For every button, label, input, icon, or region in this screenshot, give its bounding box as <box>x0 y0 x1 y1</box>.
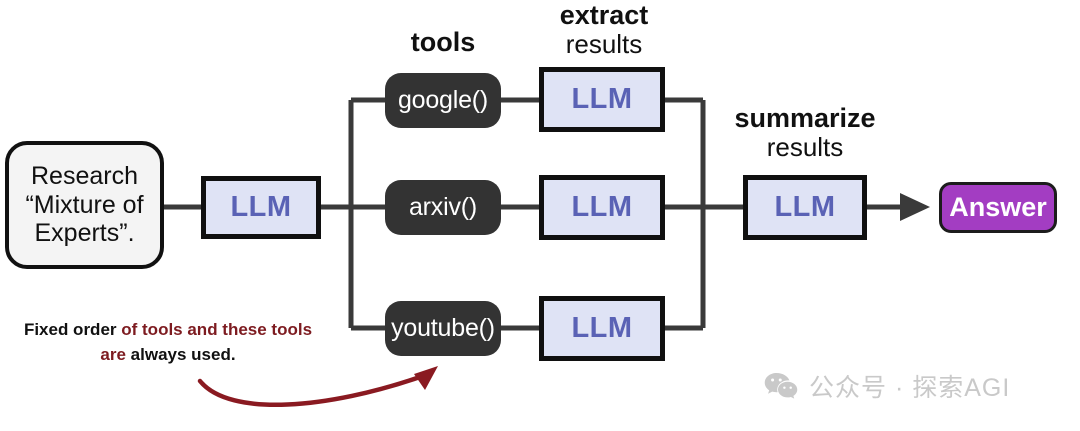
answer-label: Answer <box>949 192 1047 222</box>
prompt-line-1: Research <box>31 161 138 190</box>
tool-youtube-label: youtube() <box>391 314 495 342</box>
annotation-tail: . <box>230 344 236 364</box>
router-llm-label: LLM <box>230 191 292 223</box>
arrowhead-to-answer <box>900 193 930 221</box>
heading-tools: tools <box>383 27 503 57</box>
heading-extract: extract results <box>542 0 666 59</box>
annotation-curved-arrow <box>197 374 423 408</box>
answer-box[interactable]: Answer <box>939 182 1057 233</box>
router-llm-box[interactable]: LLM <box>201 176 321 239</box>
annotation-note: Fixed order of tools and these tools are… <box>18 318 318 367</box>
extract-llm-label-2: LLM <box>571 191 633 223</box>
heading-summarize-strong: summarize <box>734 103 876 133</box>
tool-arxiv[interactable]: arxiv() <box>385 180 501 235</box>
tool-arxiv-label: arxiv() <box>408 193 478 221</box>
extract-llm-box-arxiv[interactable]: LLM <box>539 175 665 240</box>
extract-llm-label-3: LLM <box>571 312 633 344</box>
summarize-llm-box[interactable]: LLM <box>743 175 867 240</box>
annotation-bold-1: Fixed order <box>23 320 117 339</box>
watermark: 公众号 · 探索AGI <box>764 368 1010 404</box>
prompt-box[interactable]: Research “Mixture of Experts”. <box>5 141 164 269</box>
heading-extract-light: results <box>565 29 643 60</box>
tool-youtube[interactable]: youtube() <box>385 301 501 356</box>
heading-summarize: summarize results <box>729 103 881 162</box>
annotation-arrowhead <box>414 366 438 390</box>
extract-llm-label-1: LLM <box>571 83 633 115</box>
prompt-line-2: “Mixture of <box>25 190 144 219</box>
watermark-text: 公众号 · 探索AGI <box>809 374 1011 402</box>
extract-llm-box-youtube[interactable]: LLM <box>539 296 665 361</box>
annotation-bold-2: always used <box>130 344 231 364</box>
heading-summarize-light: results <box>766 132 844 163</box>
summarize-llm-label: LLM <box>774 191 836 223</box>
tool-google[interactable]: google() <box>385 73 501 128</box>
tool-google-label: google() <box>397 86 489 114</box>
heading-extract-strong: extract <box>559 0 649 30</box>
wechat-icon <box>764 371 798 401</box>
heading-tools-text: tools <box>410 27 476 57</box>
prompt-line-3: Experts”. <box>34 219 135 248</box>
extract-llm-box-google[interactable]: LLM <box>539 67 665 132</box>
annotation-middle: of tools and these tools are <box>100 320 313 364</box>
